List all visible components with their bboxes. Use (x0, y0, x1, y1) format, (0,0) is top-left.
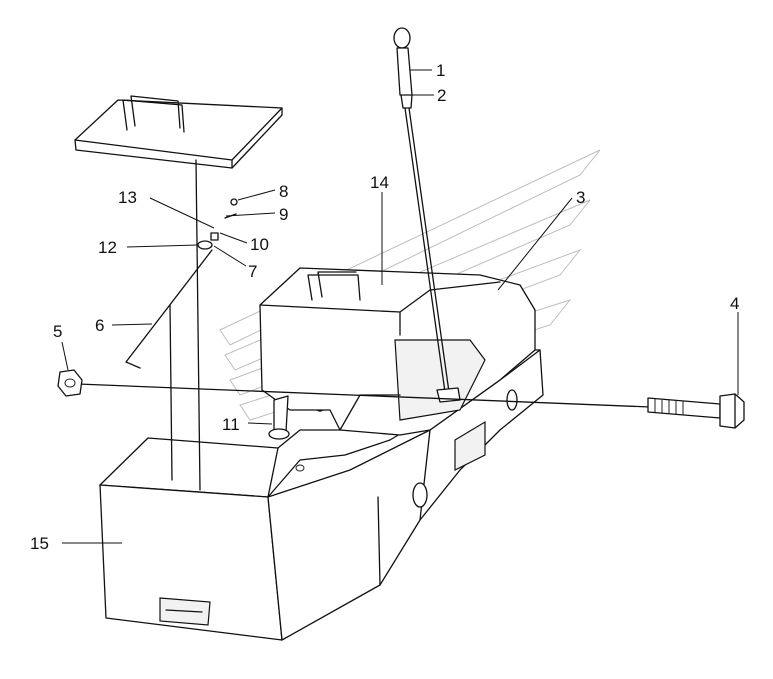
callout-6: 6 (95, 316, 104, 335)
callout-1: 1 (436, 61, 445, 80)
callout-10: 10 (250, 235, 269, 254)
callout-3: 3 (576, 188, 585, 207)
callout-15: 15 (30, 534, 49, 553)
callout-13: 13 (118, 188, 137, 207)
callout-9: 9 (279, 205, 288, 224)
leader-lines (61, 69, 739, 544)
small-hardware (125, 198, 238, 369)
counterweight-body (99, 293, 544, 641)
callout-8: 8 (279, 182, 288, 201)
callout-7: 7 (248, 262, 257, 281)
callout-4: 4 (730, 294, 739, 313)
callout-labels: 1 2 3 4 5 6 7 8 9 10 11 12 13 14 15 (30, 61, 739, 553)
pin-11 (268, 395, 290, 440)
callout-5: 5 (53, 322, 62, 341)
bolt-assembly (57, 369, 745, 429)
callout-11: 11 (222, 415, 240, 434)
upper-counterweight (259, 267, 536, 436)
callout-2: 2 (437, 86, 446, 105)
callout-12: 12 (98, 238, 117, 257)
callout-14: 14 (370, 173, 389, 192)
lid-plate (74, 95, 283, 169)
lid-rods (169, 159, 201, 491)
